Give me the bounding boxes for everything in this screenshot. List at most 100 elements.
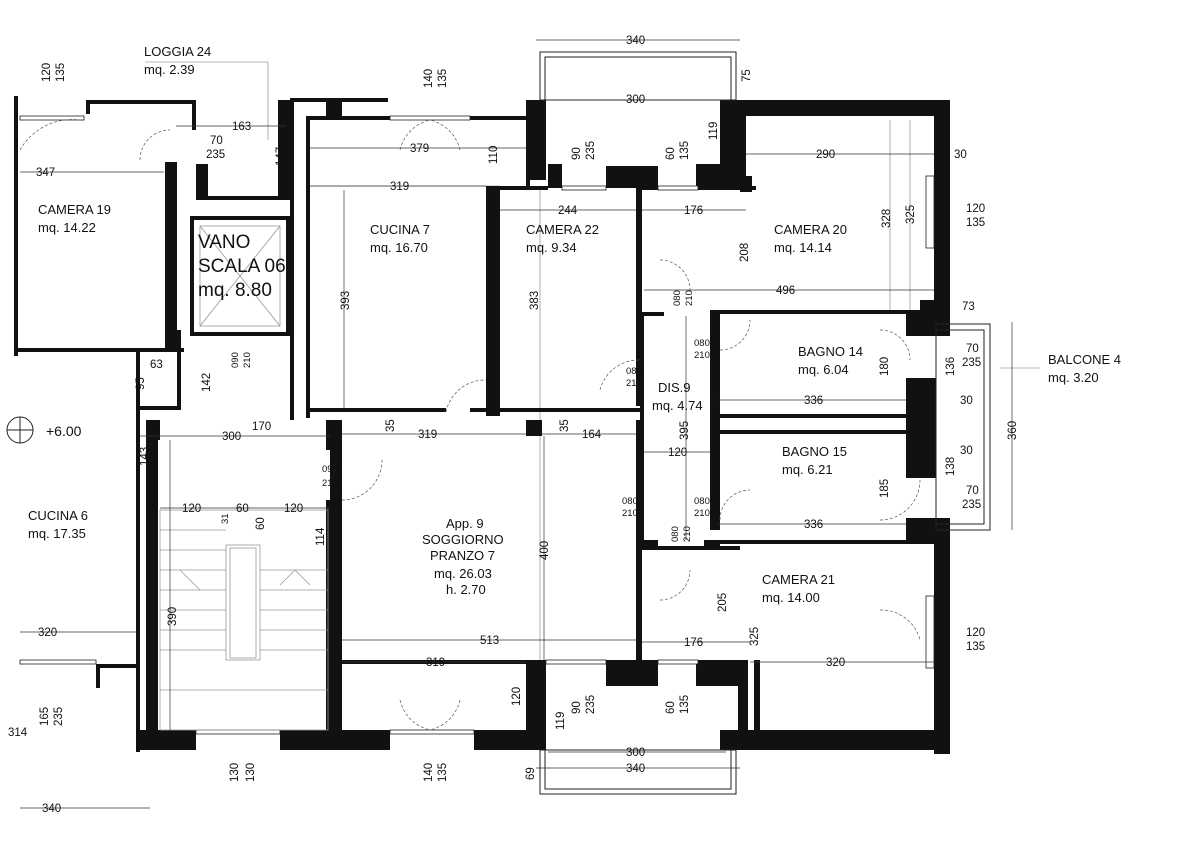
room-soggiorno-height: h. 2.70 xyxy=(446,582,486,597)
dim-label: 300 xyxy=(222,431,241,443)
dim-label: 210 xyxy=(622,508,638,519)
dim-label: 30 xyxy=(960,395,973,407)
dim-label: 235 xyxy=(53,707,65,726)
door-swings xyxy=(19,119,921,731)
dim-label: 210 xyxy=(694,350,710,361)
room-vano-line2: SCALA 06 xyxy=(198,256,286,277)
room-camera22-area: mq. 9.34 xyxy=(526,240,577,255)
dim-label: 138 xyxy=(945,457,957,476)
dim-label: 69 xyxy=(525,767,537,780)
room-balcone4-name: BALCONE 4 xyxy=(1048,352,1121,367)
dim-label: 31 xyxy=(220,513,231,524)
room-balcone4-area: mq. 3.20 xyxy=(1048,370,1099,385)
dim-label: 135 xyxy=(437,763,449,782)
dim-label: 60 xyxy=(665,147,677,160)
staircase xyxy=(159,225,329,731)
dim-label: 140 xyxy=(423,763,435,782)
dim-label: 35 xyxy=(385,419,397,432)
dimension-labels: 340 300 75 119 120 135 140 135 163 70 23… xyxy=(8,35,1019,815)
room-bagno14-name: BAGNO 14 xyxy=(798,344,863,359)
dim-label: 110 xyxy=(488,146,500,164)
dim-label: 60 xyxy=(255,517,267,530)
dim-label: 135 xyxy=(437,69,449,88)
dim-label: 60 xyxy=(236,503,249,515)
dim-label: 130 xyxy=(229,763,241,782)
room-soggiorno-line3: PRANZO 7 xyxy=(430,548,495,563)
dim-label: 340 xyxy=(626,763,645,775)
dim-label: 120 xyxy=(668,447,687,459)
dim-label: 090 xyxy=(230,352,241,368)
elevation-marker: +6.00 xyxy=(6,416,82,444)
dim-label: 70 xyxy=(966,485,979,497)
dim-label: 300 xyxy=(626,94,645,106)
dim-label: 090 xyxy=(322,464,338,475)
dim-label: 210 xyxy=(626,378,642,389)
dim-label: 135 xyxy=(966,641,985,653)
room-loggia24-area: mq. 2.39 xyxy=(144,62,195,77)
room-soggiorno-line2: SOGGIORNO xyxy=(422,532,504,547)
dim-label: 080 xyxy=(672,290,683,306)
dim-label: 383 xyxy=(529,291,541,310)
room-loggia24-name: LOGGIA 24 xyxy=(144,44,211,59)
dim-label: 120 xyxy=(966,627,985,639)
room-bagno15-area: mq. 6.21 xyxy=(782,462,833,477)
dim-label: 210 xyxy=(322,478,338,489)
dim-label: 90 xyxy=(571,147,583,160)
dim-label: 379 xyxy=(410,143,429,155)
room-cucina7-area: mq. 16.70 xyxy=(370,240,428,255)
dim-label: 170 xyxy=(252,421,271,433)
dim-label: 135 xyxy=(55,63,67,82)
dim-label: 328 xyxy=(881,209,893,228)
dim-label: 90 xyxy=(571,701,583,714)
windows xyxy=(19,115,935,735)
dim-label: 135 xyxy=(966,217,985,229)
dim-label: 300 xyxy=(626,747,645,759)
dim-label: 235 xyxy=(962,357,981,369)
dim-label: 325 xyxy=(905,205,917,224)
room-camera20-area: mq. 14.14 xyxy=(774,240,832,255)
dim-label: 210 xyxy=(682,526,693,542)
dim-label: 080 xyxy=(694,338,710,349)
dim-label: 340 xyxy=(42,803,61,815)
dim-label: 135 xyxy=(679,695,691,714)
dim-label: 75 xyxy=(741,69,753,82)
dim-label: 135 xyxy=(679,141,691,160)
dim-label: 140 xyxy=(423,69,435,88)
room-bagno15-name: BAGNO 15 xyxy=(782,444,847,459)
dim-label: 70 xyxy=(210,135,223,147)
room-cucina7-name: CUCINA 7 xyxy=(370,222,430,237)
dim-label: 120 xyxy=(284,503,303,515)
dim-label: 325 xyxy=(749,627,761,646)
dim-label: 147 xyxy=(275,147,287,166)
dim-label: 119 xyxy=(555,712,567,730)
dim-label: 176 xyxy=(684,637,703,649)
dim-label: 320 xyxy=(38,627,57,639)
dimension-lines xyxy=(20,39,1013,809)
dim-label: 290 xyxy=(816,149,835,161)
dim-label: 080 xyxy=(622,496,638,507)
dim-label: 114 xyxy=(315,527,327,546)
room-camera20-name: CAMERA 20 xyxy=(774,222,847,237)
dim-label: 336 xyxy=(804,519,823,531)
dim-label: 73 xyxy=(962,301,975,313)
elevation-label: +6.00 xyxy=(46,423,82,439)
dim-label: 136 xyxy=(945,357,957,376)
dim-label: 210 xyxy=(694,508,710,519)
room-dis9-area: mq. 4.74 xyxy=(652,398,703,413)
dim-label: 347 xyxy=(36,167,55,179)
dim-label: 30 xyxy=(954,149,967,161)
dim-label: 163 xyxy=(232,121,251,133)
dim-label: 143 xyxy=(139,447,151,466)
room-soggiorno-area: mq. 26.03 xyxy=(434,566,492,581)
room-vano-line1: VANO xyxy=(198,232,250,253)
room-vano-area: mq. 8.80 xyxy=(198,280,272,301)
dim-label: 30 xyxy=(960,445,973,457)
dim-label: 205 xyxy=(717,593,729,612)
dim-label: 60 xyxy=(665,701,677,714)
room-cucina6-area: mq. 17.35 xyxy=(28,526,86,541)
room-labels: LOGGIA 24 mq. 2.39 CAMERA 19 mq. 14.22 V… xyxy=(28,44,1121,605)
dim-label: 340 xyxy=(626,35,645,47)
dim-label: 208 xyxy=(739,243,751,262)
room-camera19-area: mq. 14.22 xyxy=(38,220,96,235)
